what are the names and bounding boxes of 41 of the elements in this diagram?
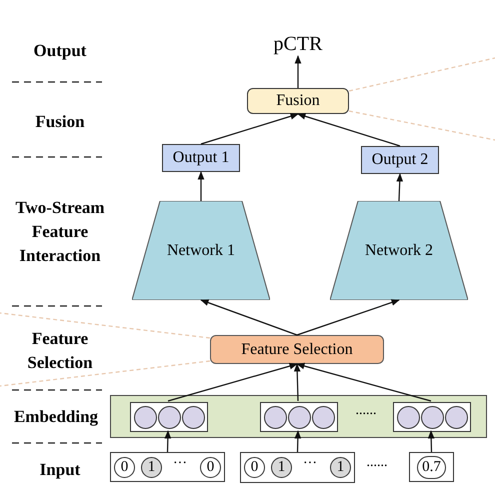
arrow <box>294 55 302 88</box>
embedding-group-box <box>130 402 208 432</box>
layer-label: Feature Selection <box>26 328 94 374</box>
layer-label: Two-Stream Feature Interaction <box>14 197 106 267</box>
ellipsis: ...... <box>354 404 378 418</box>
input-box <box>409 452 454 482</box>
network-trapezoid: Network 2 <box>330 201 468 300</box>
arrow <box>396 173 404 202</box>
layer-label: Fusion <box>34 111 86 133</box>
ellipsis: ··· <box>302 458 318 470</box>
input-box <box>110 452 225 482</box>
layer-label: Output <box>32 40 88 62</box>
arrow <box>428 430 435 452</box>
ellipsis: ...... <box>366 456 388 470</box>
layer-label: Input <box>38 459 82 481</box>
arrow <box>296 362 432 402</box>
arrow <box>294 363 301 402</box>
embedding-band <box>110 395 487 438</box>
output-box: Output 2 <box>361 146 439 174</box>
output-box: Output 1 <box>162 144 240 172</box>
embedding-group-box <box>393 402 471 432</box>
feature-selection-box: Feature Selection <box>210 335 384 364</box>
arrow <box>294 430 302 452</box>
arrow <box>200 299 298 336</box>
dashed-guide-line <box>348 110 495 141</box>
embedding-group-box <box>260 402 338 432</box>
arrow <box>198 171 204 201</box>
input-box <box>240 452 355 483</box>
arrow <box>164 430 172 452</box>
network-trapezoid: Network 1 <box>132 201 270 300</box>
output-text: pCTR <box>272 32 324 56</box>
dashed-guide-line <box>0 360 210 387</box>
arrow <box>168 362 298 402</box>
dashed-guide-line <box>0 312 210 339</box>
ellipsis: ··· <box>172 458 188 470</box>
layer-label: Embedding <box>12 406 100 428</box>
fusion-box: Fusion <box>247 88 349 114</box>
dashed-guide-line <box>348 57 495 92</box>
arrow <box>296 299 400 336</box>
arrow <box>200 113 299 145</box>
arrow <box>297 113 400 147</box>
